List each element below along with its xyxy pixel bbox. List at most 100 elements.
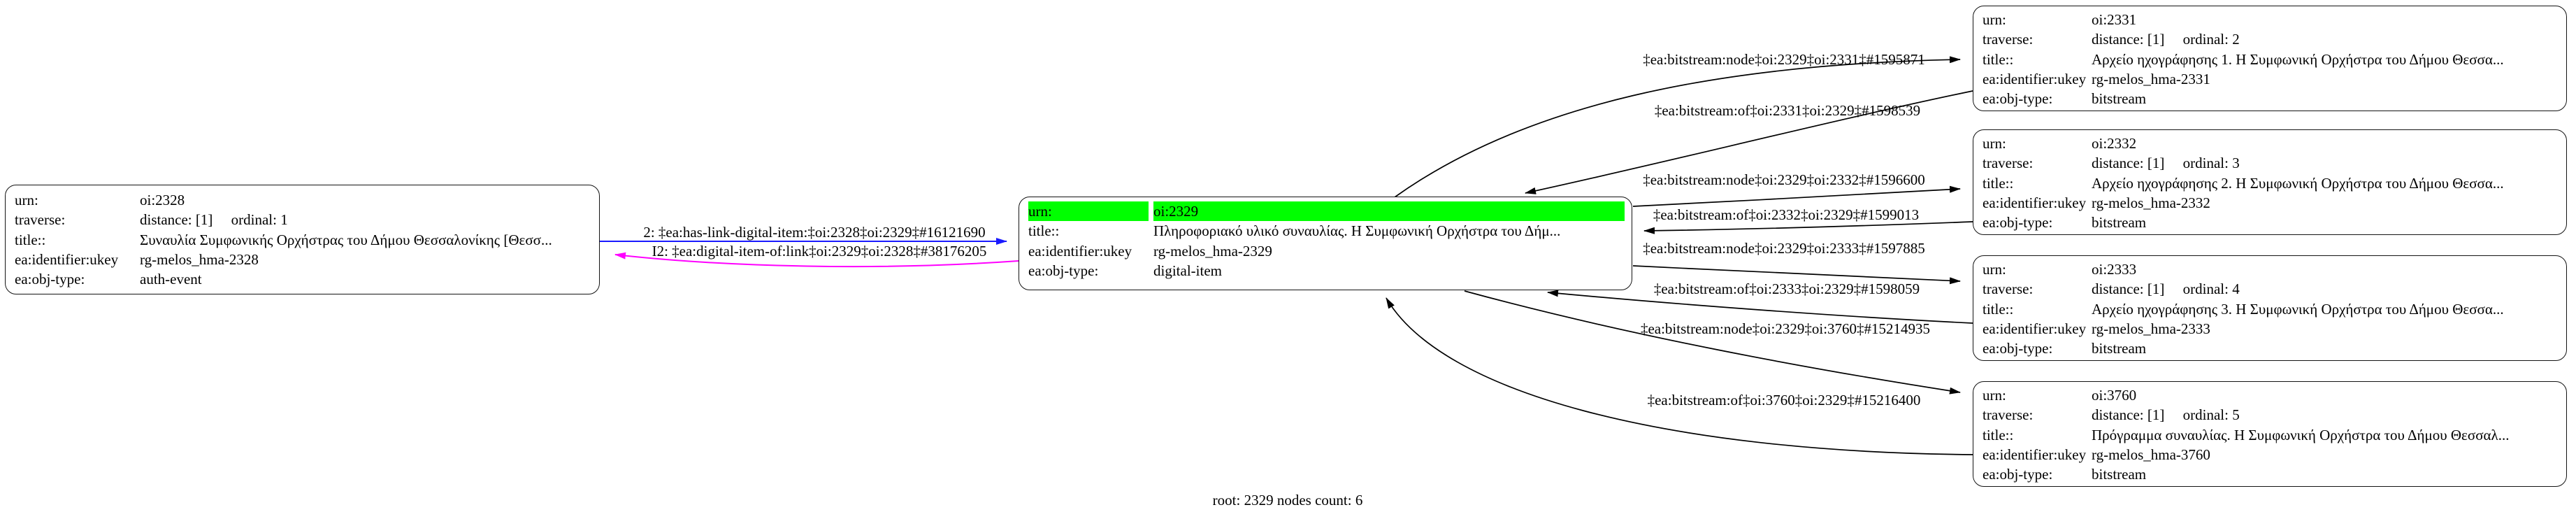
node-row: ea:obj-type: bitstream: [1973, 213, 2566, 232]
field-value: Αρχείο ηχογράφησης 3. Η Συμφωνική Ορχήστ…: [2092, 300, 2504, 318]
node-row: ea:obj-type:digital-item: [1019, 261, 1632, 280]
edge-label-bitstream-node-2332: ‡ea:bitstream:node‡oi:2329‡oi:2332‡#1596…: [1643, 171, 1925, 188]
node-oi-2333[interactable]: urn:oi:2333 traverse:distance: [1] ordin…: [1973, 255, 2567, 361]
field-value: rg-melos_hma-2332: [2092, 194, 2210, 211]
field-label: traverse:: [1983, 406, 2034, 424]
edge-label-bitstream-of-2332: ‡ea:bitstream:of‡oi:2332‡oi:2329‡#159901…: [1653, 206, 1920, 223]
edge-label-bitstream-of-2333: ‡ea:bitstream:of‡oi:2333‡oi:2329‡#159805…: [1653, 280, 1920, 297]
edge-label-bitstream-node-2331: ‡ea:bitstream:node‡oi:2329‡oi:2331‡#1595…: [1643, 51, 1925, 68]
field-value: bitstream: [2092, 340, 2147, 357]
field-value: Αρχείο ηχογράφησης 1. Η Συμφωνική Ορχήστ…: [2092, 50, 2504, 68]
field-label: ea:obj-type:: [15, 271, 85, 288]
field-value: distance: [1] ordinal: 3: [2092, 155, 2240, 172]
node-row: ea:obj-type: bitstream: [1973, 89, 2566, 108]
field-label: ea:obj-type:: [1028, 262, 1099, 279]
edge-bitstream-node-2331: [1394, 56, 1961, 198]
field-label: title::: [1983, 50, 2014, 68]
field-value: bitstream: [2092, 214, 2147, 232]
field-value: Αρχείο ηχογράφησης 2. Η Συμφωνική Ορχήστ…: [2092, 174, 2504, 192]
node-row: urn: oi:2328: [6, 190, 599, 210]
field-value: distance: [1] ordinal: 5: [2092, 406, 2240, 424]
node-row: title::Πληροφοριακό υλικό συναυλίας. Η Σ…: [1019, 221, 1632, 241]
node-row: urn: oi:2332: [1973, 134, 2566, 153]
edge-bitstream-of-3760: [1386, 297, 1973, 455]
field-label: urn:: [1028, 201, 1149, 222]
field-label: ea:obj-type:: [1983, 466, 2053, 483]
field-value: Συναυλία Συμφωνικής Ορχήστρας του Δήμου …: [140, 231, 552, 248]
field-value: oi:2329: [1153, 201, 1625, 222]
edge-digital-item-of: [614, 252, 1019, 268]
node-row: ea:identifier:ukey rg-melos_hma-2333: [1973, 319, 2566, 339]
field-label: urn:: [15, 192, 38, 208]
field-label: urn:: [1983, 387, 2006, 404]
edge-bitstream-node-2333: [1632, 265, 1961, 285]
edge-label-has-link-digital-item: 2: ‡ea:has-link-digital-item:‡oi:2328‡oi…: [643, 224, 986, 241]
field-label: ea:obj-type:: [1983, 340, 2053, 357]
edge-bitstream-of-2333: [1547, 290, 1973, 324]
node-oi-2329-root[interactable]: urn:oi:2329 title::Πληροφοριακό υλικό συ…: [1019, 197, 1632, 290]
field-label: ea:identifier:ukey: [1983, 446, 2087, 463]
edge-bitstream-node-3760: [1464, 290, 1961, 394]
node-oi-2328[interactable]: urn: oi:2328 traverse: distance: [1] ordin…: [5, 185, 600, 294]
field-label: ea:identifier:ukey: [1983, 70, 2087, 87]
node-oi-3760[interactable]: urn: oi:3760 traverse: distance: [1] ordin…: [1973, 381, 2567, 487]
edge-label-bitstream-node-3760: ‡ea:bitstream:node‡oi:2329‡oi:3760‡#1521…: [1640, 320, 1931, 337]
field-value: rg-melos_hma-2328: [140, 250, 259, 268]
field-value: oi:2328: [140, 192, 185, 208]
field-label: urn:: [1983, 11, 2006, 28]
node-row: urn:oi:2333: [1973, 259, 2566, 279]
node-row: urn: oi:2331: [1973, 10, 2566, 29]
node-row-highlighted: urn:oi:2329: [1019, 201, 1632, 222]
field-label: traverse:: [1983, 31, 2034, 48]
field-label: urn:: [1983, 135, 2006, 152]
field-label: traverse:: [1983, 155, 2034, 172]
field-value: auth-event: [140, 271, 202, 288]
field-value: oi:2331: [2092, 11, 2137, 28]
field-label: title::: [1028, 222, 1060, 240]
node-row: traverse: distance: [1] ordinal: 2: [1973, 29, 2566, 49]
node-row: ea:identifier:ukey rg-melos_hma-2331: [1973, 69, 2566, 89]
node-row: ea:obj-type: bitstream: [1973, 464, 2566, 484]
node-row: traverse: distance: [1] ordinal: 5: [1973, 405, 2566, 425]
node-oi-2331[interactable]: urn: oi:2331 traverse: distance: [1] ordin…: [1973, 6, 2567, 111]
field-value: rg-melos_hma-2329: [1153, 242, 1272, 259]
node-row: title::Συναυλία Συμφωνικής Ορχήστρας του…: [6, 230, 599, 250]
edge-bitstream-of-2331: [1525, 90, 1973, 194]
field-value: bitstream: [2092, 466, 2147, 483]
field-label: traverse:: [15, 211, 66, 229]
field-label: title::: [1983, 426, 2014, 443]
node-row: urn: oi:3760: [1973, 385, 2566, 405]
node-row: ea:identifier:ukey rg-melos_hma-2332: [1973, 193, 2566, 213]
node-oi-2332[interactable]: urn: oi:2332 traverse: distance: [1] ordin…: [1973, 129, 2567, 235]
field-label: ea:obj-type:: [1983, 214, 2053, 232]
field-value: bitstream: [2092, 90, 2147, 108]
field-label: title::: [1983, 174, 2014, 192]
node-row: traverse: distance: [1] ordinal: 1: [6, 210, 599, 229]
field-label: urn:: [1983, 261, 2006, 278]
field-value: oi:3760: [2092, 387, 2137, 404]
field-label: ea:obj-type:: [1983, 90, 2053, 108]
field-value: rg-melos_hma-2333: [2092, 320, 2210, 337]
edge-label-bitstream-node-2333: ‡ea:bitstream:node‡oi:2329‡oi:2333‡#1597…: [1643, 240, 1925, 257]
graph-caption: root: 2329 nodes count: 6: [1212, 492, 1363, 509]
node-row: title::Αρχείο ηχογράφησης 3. Η Συμφωνική…: [1973, 299, 2566, 319]
node-row: traverse:distance: [1] ordinal: 4: [1973, 279, 2566, 299]
field-value: Πρόγραμμα συναυλίας. Η Συμφωνική Ορχήστρ…: [2092, 426, 2510, 443]
field-value: distance: [1] ordinal: 1: [140, 211, 288, 229]
node-row: ea:identifier:ukey rg-melos_hma-2329: [1019, 241, 1632, 261]
node-row: title::Αρχείο ηχογράφησης 1. Η Συμφωνική…: [1973, 50, 2566, 69]
field-value: oi:2332: [2092, 135, 2137, 152]
field-label: ea:identifier:ukey: [1983, 320, 2087, 337]
node-row: traverse: distance: [1] ordinal: 3: [1973, 153, 2566, 173]
field-label: ea:identifier:ukey: [1983, 194, 2087, 211]
field-value: distance: [1] ordinal: 2: [2092, 31, 2240, 48]
edge-label-digital-item-of: I2: ‡ea:digital-item-of:link‡oi:2329‡oi:…: [652, 243, 987, 259]
edge-label-bitstream-of-2331: ‡ea:bitstream:of‡oi:2331‡oi:2329‡#159853…: [1654, 102, 1921, 119]
edge-bitstream-node-2332: [1632, 185, 1961, 207]
field-label: ea:identifier:ukey: [1028, 242, 1132, 259]
node-row: ea:obj-type: auth-event: [6, 269, 599, 289]
field-value: rg-melos_hma-2331: [2092, 70, 2210, 87]
